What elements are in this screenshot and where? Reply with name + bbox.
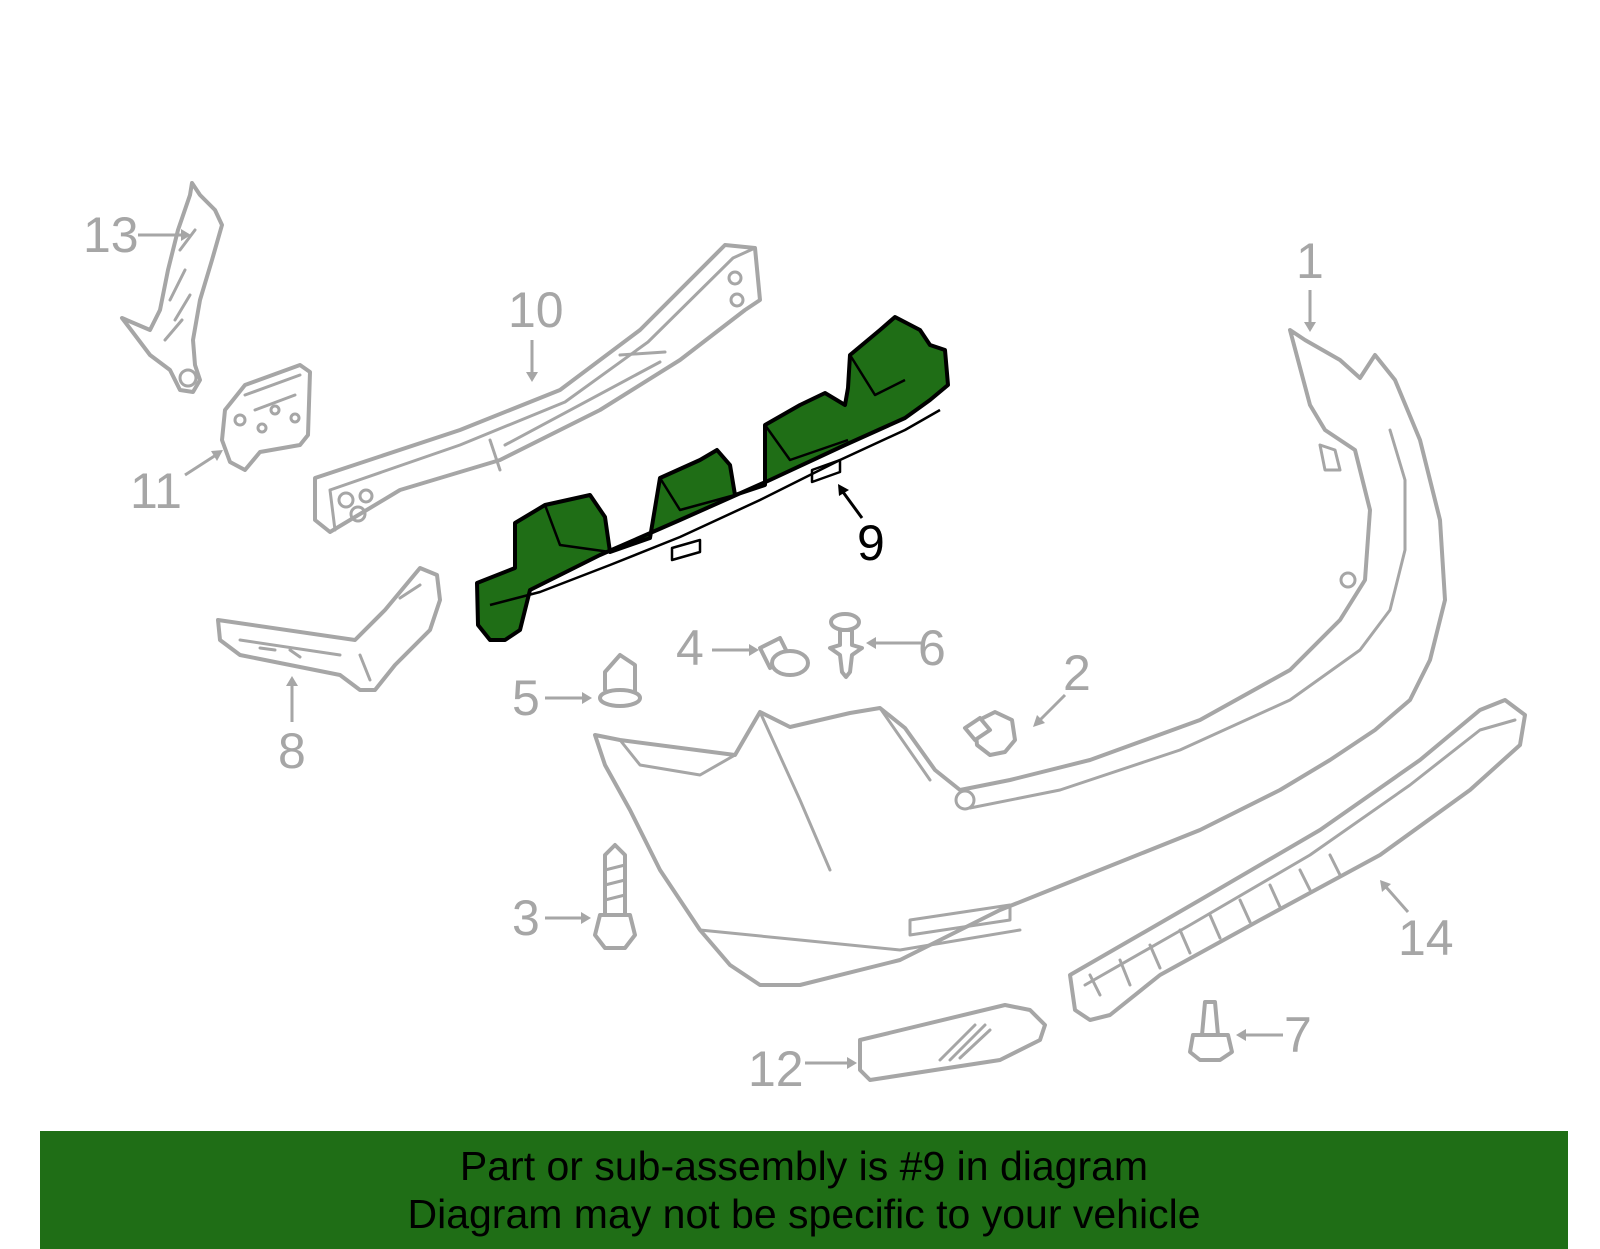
leader-arrow-6 [866, 637, 925, 649]
callout-9[interactable]: 9 [857, 515, 885, 571]
part-11-bracket[interactable] [220, 363, 312, 472]
callout-5[interactable]: 5 [512, 670, 540, 726]
leader-arrow-8 [286, 676, 298, 722]
callout-6[interactable]: 6 [918, 620, 946, 676]
banner-line-disclaimer: Diagram may not be specific to your vehi… [407, 1191, 1201, 1237]
leader-arrow-2 [1033, 693, 1067, 727]
callout-13[interactable]: 13 [83, 207, 139, 263]
callout-labels: 13 10 11 1 9 4 6 5 2 8 3 14 12 7 [83, 207, 1454, 1097]
leader-arrow-12 [805, 1057, 857, 1069]
part-6-retainer-clip[interactable] [828, 612, 864, 679]
part-4-push-pin[interactable] [758, 636, 810, 677]
banner-line-part: Part or sub-assembly is #9 in diagram [459, 1143, 1149, 1189]
part-14-step-pad[interactable] [1068, 698, 1527, 1022]
callout-1[interactable]: 1 [1296, 233, 1324, 289]
leader-arrows [138, 229, 1410, 1069]
callout-2[interactable]: 2 [1063, 645, 1091, 701]
part-9-energy-absorber[interactable] [475, 315, 950, 642]
leader-arrow-13 [138, 229, 191, 241]
part-3-bolt[interactable] [593, 843, 637, 950]
info-banner: Part or sub-assembly is #9 in diagram Di… [40, 1131, 1568, 1249]
leader-arrow-9 [838, 484, 864, 519]
part-5-clip-nut[interactable] [598, 653, 642, 708]
part-1-bumper-cover[interactable] [593, 328, 1447, 987]
leader-arrow-3 [545, 912, 591, 924]
leader-arrow-10 [526, 340, 538, 382]
callout-12[interactable]: 12 [748, 1041, 804, 1097]
leader-arrow-14 [1380, 880, 1410, 913]
part-13-bracket[interactable] [120, 181, 224, 394]
part-8-bracket[interactable] [216, 566, 442, 692]
part-7-bolt[interactable] [1188, 1000, 1234, 1062]
callout-8[interactable]: 8 [278, 723, 306, 779]
leader-arrow-11 [184, 450, 223, 477]
callout-4[interactable]: 4 [676, 620, 704, 676]
leader-arrow-7 [1236, 1029, 1283, 1041]
callout-11[interactable]: 11 [130, 463, 182, 519]
leader-arrow-1 [1304, 290, 1316, 332]
part-10-beam[interactable] [313, 243, 762, 534]
callout-3[interactable]: 3 [512, 890, 540, 946]
leader-arrow-4 [712, 644, 759, 656]
callout-14[interactable]: 14 [1398, 910, 1454, 966]
callout-10[interactable]: 10 [508, 282, 564, 338]
part-2-bolt[interactable] [963, 710, 1017, 757]
callout-7[interactable]: 7 [1284, 1007, 1312, 1063]
part-12-reflector[interactable] [858, 1003, 1047, 1082]
leader-arrow-5 [545, 692, 592, 704]
